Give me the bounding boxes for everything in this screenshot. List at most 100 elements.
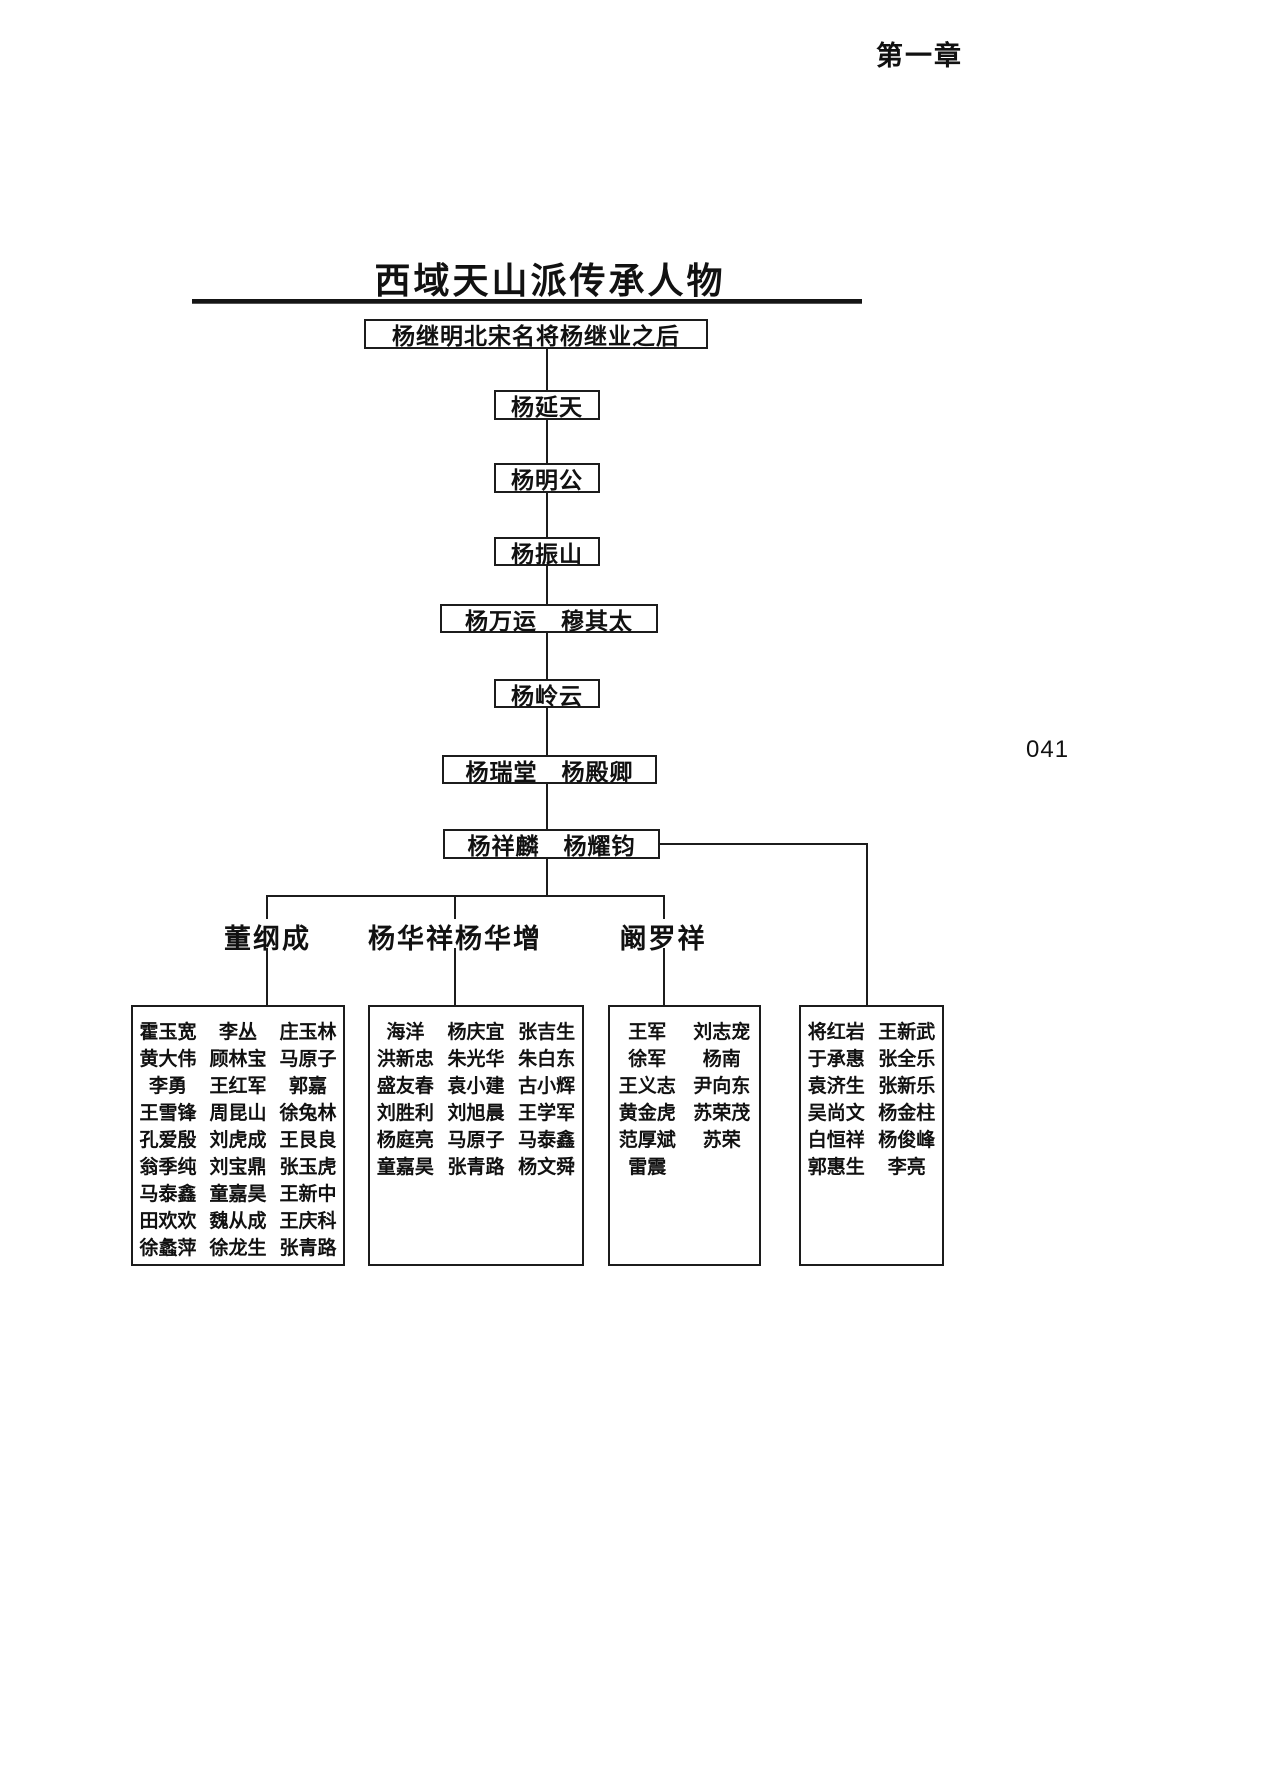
name-row: 翁季纯刘宝鼎张玉虎: [133, 1152, 343, 1179]
person-name: 王红军: [209, 1076, 267, 1097]
person-name: 李丛: [218, 1022, 257, 1043]
person-name: 杨庆宜: [447, 1022, 505, 1043]
person-name: 黄大伟: [139, 1049, 197, 1070]
name-row: 白恒祥杨俊峰: [801, 1125, 942, 1152]
person-name: 范厚斌: [618, 1130, 676, 1151]
generation-box-3: 杨振山: [494, 537, 600, 567]
connector-line: [663, 948, 665, 1005]
person-name: 苏荣: [702, 1130, 741, 1151]
person-name: 于承惠: [807, 1049, 865, 1070]
person-name: 王军: [628, 1022, 667, 1043]
generation-box-7: 杨祥麟 杨耀钧: [443, 829, 660, 859]
person-name: 刘虎成: [209, 1130, 267, 1151]
name-row: 王义志尹向东: [610, 1071, 759, 1098]
person-name: 袁小建: [447, 1076, 505, 1097]
name-row: 郭惠生 李亮: [801, 1152, 942, 1179]
person-name: 刘旭晨: [447, 1103, 505, 1124]
person-name: 盛友春: [376, 1076, 434, 1097]
connector-line: [660, 843, 868, 845]
name-row: 袁济生张新乐: [801, 1071, 942, 1098]
person-name: 洪新忠: [376, 1049, 434, 1070]
name-row: 李勇 王红军郭嘉: [133, 1071, 343, 1098]
person-name: 孔爱殷: [139, 1130, 197, 1151]
person-name: 周昆山: [209, 1103, 267, 1124]
name-row: 将红岩王新武: [801, 1017, 942, 1044]
name-row: 童嘉昊张青路杨文舜: [370, 1152, 582, 1179]
person-name: 朱光华: [447, 1049, 505, 1070]
lineage-group-box-1: 霍玉宽李丛庄玉林黄大伟顾林宝马原子李勇王红军郭嘉王雪锋周昆山徐兔林孔爱殷刘虎成王…: [131, 1005, 345, 1266]
person-name: 马泰鑫: [139, 1184, 197, 1205]
connector-line: [546, 566, 548, 604]
person-name: 马原子: [447, 1130, 505, 1151]
connector-line: [546, 420, 548, 463]
person-name: 徐龙生: [209, 1238, 267, 1259]
person-name: 海洋: [386, 1022, 425, 1043]
person-name: 郭惠生: [807, 1157, 865, 1178]
person-name: 杨金柱: [878, 1103, 936, 1124]
name-row: 刘胜利刘旭晨王学军: [370, 1098, 582, 1125]
person-name: 王新中: [279, 1184, 337, 1205]
person-name: 刘宝鼎: [209, 1157, 267, 1178]
lineage-group-box-2: 海洋杨庆宜张吉生洪新忠朱光华朱白东盛友春袁小建古小辉刘胜利刘旭晨王学军杨庭亮马原…: [368, 1005, 584, 1266]
connector-line: [546, 708, 548, 755]
chart-title: 西域天山派传承人物: [374, 260, 726, 301]
name-row: 海洋杨庆宜张吉生: [370, 1017, 582, 1044]
person-name: 郭嘉: [288, 1076, 327, 1097]
generation-box-4: 杨万运 穆其太: [440, 604, 658, 634]
name-row: 徐军杨南: [610, 1044, 759, 1071]
name-row: 徐蠡萍徐龙生张青路: [133, 1233, 343, 1260]
name-row: 黄金虎苏荣茂: [610, 1098, 759, 1125]
generation-box-2: 杨明公: [494, 463, 600, 493]
connector-line: [266, 895, 268, 919]
connector-line: [546, 493, 548, 537]
person-name: 杨俊峰: [878, 1130, 936, 1151]
branch-label-3: 阚罗祥: [619, 924, 707, 954]
connector-line: [663, 895, 665, 919]
chapter-label: 第一章: [876, 41, 963, 71]
person-name: 张新乐: [878, 1076, 936, 1097]
root-ancestor-box: 杨继明北宋名将杨继业之后: [364, 319, 708, 349]
person-name: 杨文舜: [518, 1157, 576, 1178]
name-row: 洪新忠朱光华朱白东: [370, 1044, 582, 1071]
generation-box-1: 杨延天: [494, 390, 600, 420]
name-row: 霍玉宽李丛庄玉林: [133, 1017, 343, 1044]
page-number: 041: [1026, 736, 1070, 763]
connector-line: [546, 859, 548, 895]
person-name: 将红岩: [807, 1022, 865, 1043]
person-name: 王雪锋: [139, 1103, 197, 1124]
generation-box-5: 杨岭云: [494, 679, 600, 709]
branch-distribution-line: [266, 895, 665, 897]
lineage-group-box-3: 王军刘志宠徐军杨南王义志尹向东黄金虎苏荣茂范厚斌苏荣雷震: [608, 1005, 761, 1266]
person-name: 尹向东: [693, 1076, 751, 1097]
person-name: 杨南: [702, 1049, 741, 1070]
person-name: 马原子: [279, 1049, 337, 1070]
name-row: 范厚斌 苏荣: [610, 1125, 759, 1152]
person-name: 魏从成: [209, 1211, 267, 1232]
name-row: 吴尚文杨金柱: [801, 1098, 942, 1125]
person-name: 张青路: [279, 1238, 337, 1259]
name-row: 雷震: [610, 1152, 759, 1179]
person-name: 黄金虎: [618, 1103, 676, 1124]
person-name: 杨庭亮: [376, 1130, 434, 1151]
person-name: 李亮: [887, 1157, 926, 1178]
person-name: 顾林宝: [209, 1049, 267, 1070]
person-name: 马泰鑫: [518, 1130, 576, 1151]
person-name: 王新武: [878, 1022, 936, 1043]
connector-line: [866, 843, 868, 1005]
person-name: 童嘉昊: [209, 1184, 267, 1205]
person-name: 童嘉昊: [376, 1157, 434, 1178]
person-name: 王艮良: [279, 1130, 337, 1151]
person-name: 徐蠡萍: [139, 1238, 197, 1259]
connector-line: [454, 948, 456, 1005]
name-row: 田欢欢魏从成王庆科: [133, 1206, 343, 1233]
person-name: 白恒祥: [807, 1130, 865, 1151]
person-name: 张玉虎: [279, 1157, 337, 1178]
connector-line: [546, 784, 548, 829]
person-name: 庄玉林: [279, 1022, 337, 1043]
person-name: 雷震: [628, 1157, 667, 1178]
person-name: 李勇: [148, 1076, 187, 1097]
name-row: 孔爱殷刘虎成王艮良: [133, 1125, 343, 1152]
person-name: 刘胜利: [376, 1103, 434, 1124]
connector-line: [546, 633, 548, 679]
